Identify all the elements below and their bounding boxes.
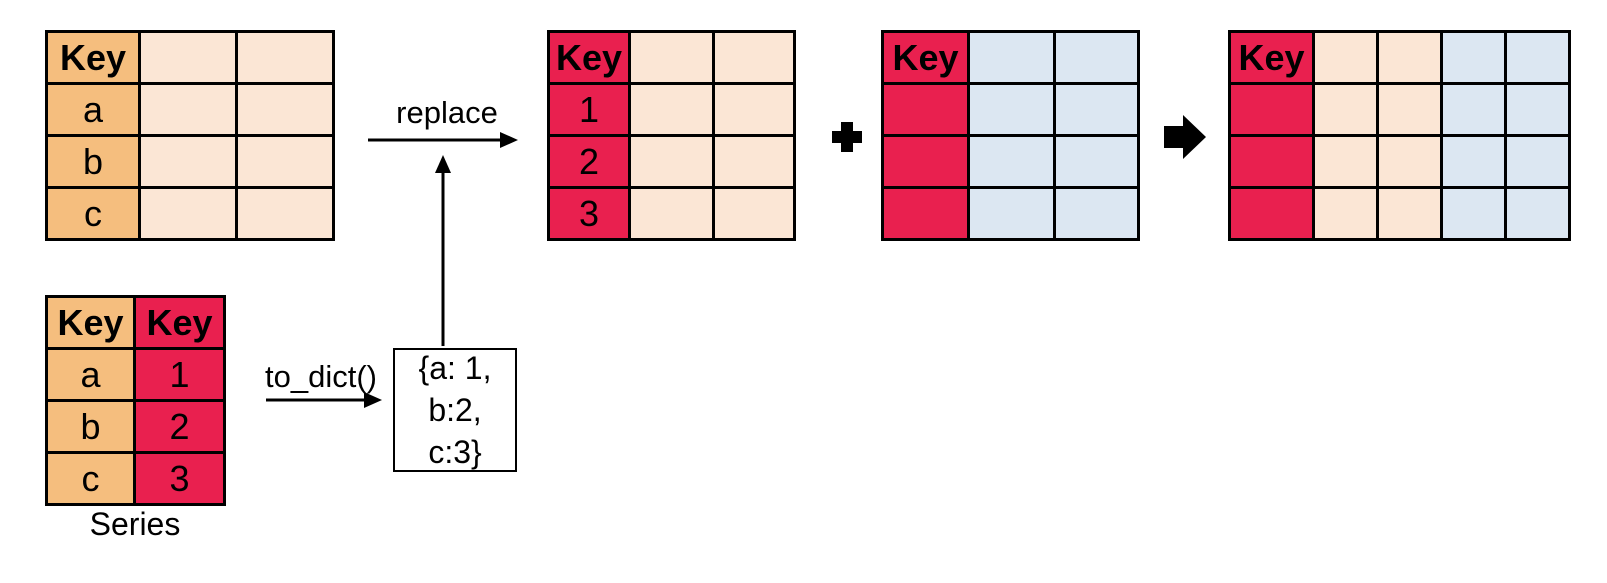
empty-cell: [1504, 82, 1571, 137]
result-arrow-icon: [1164, 115, 1206, 159]
empty-cell: [967, 30, 1056, 85]
empty-cell: [712, 134, 796, 189]
plus-icon: [832, 122, 862, 152]
key-cell: b: [45, 399, 136, 454]
empty-cell: [1440, 82, 1507, 137]
empty-cell: [235, 186, 335, 241]
empty-cell: [967, 134, 1056, 189]
key-cell: [881, 134, 970, 189]
empty-cell: [712, 186, 796, 241]
key-cell: [1228, 186, 1315, 241]
key-cell: b: [45, 134, 141, 189]
dict-box: {a: 1, b:2, c:3}: [393, 348, 517, 472]
replace-label: replace: [396, 95, 498, 130]
to-dict-arrow-icon: [266, 392, 382, 408]
other-dataframe-table: Key: [881, 30, 1140, 241]
empty-cell: [1504, 30, 1571, 85]
empty-cell: [235, 82, 335, 137]
key-cell: a: [45, 347, 136, 402]
empty-cell: [967, 82, 1056, 137]
header-cell: Key: [133, 295, 226, 350]
to-dict-label: to_dict(): [265, 359, 377, 394]
dict-to-replace-arrow-icon: [435, 155, 451, 346]
dataframe-keys-123-table: Key 1 2 3: [547, 30, 796, 241]
empty-cell: [138, 134, 238, 189]
key-cell: [1228, 82, 1315, 137]
empty-cell: [1376, 30, 1443, 85]
series-label: Series: [89, 506, 181, 542]
empty-cell: [1053, 134, 1140, 189]
empty-cell: [1504, 134, 1571, 189]
key-cell: 1: [547, 82, 631, 137]
header-cell: Key: [881, 30, 970, 85]
dataframe-keys-abc-table: Key a b c: [45, 30, 335, 241]
empty-cell: [235, 134, 335, 189]
header-cell: Key: [45, 30, 141, 85]
key-cell: 3: [547, 186, 631, 241]
empty-cell: [1376, 82, 1443, 137]
key-cell: a: [45, 82, 141, 137]
value-cell: 2: [133, 399, 226, 454]
empty-cell: [712, 30, 796, 85]
header-cell: Key: [547, 30, 631, 85]
series-table: Key Key a 1 b 2 c 3: [45, 295, 226, 506]
key-cell: [1228, 134, 1315, 189]
empty-cell: [628, 134, 715, 189]
key-cell: [881, 82, 970, 137]
empty-cell: [1312, 30, 1379, 85]
empty-cell: [1440, 186, 1507, 241]
merged-dataframe-table: Key: [1228, 30, 1571, 241]
dict-line: b:2,: [428, 391, 482, 428]
empty-cell: [967, 186, 1056, 241]
key-cell: c: [45, 186, 141, 241]
empty-cell: [235, 30, 335, 85]
empty-cell: [628, 30, 715, 85]
header-cell: Key: [45, 295, 136, 350]
empty-cell: [628, 186, 715, 241]
key-cell: 2: [547, 134, 631, 189]
empty-cell: [1312, 82, 1379, 137]
header-cell: Key: [1228, 30, 1315, 85]
empty-cell: [1053, 186, 1140, 241]
value-cell: 1: [133, 347, 226, 402]
empty-cell: [1376, 186, 1443, 241]
empty-cell: [1376, 134, 1443, 189]
empty-cell: [712, 82, 796, 137]
empty-cell: [1312, 134, 1379, 189]
empty-cell: [138, 82, 238, 137]
key-cell: [881, 186, 970, 241]
empty-cell: [1440, 134, 1507, 189]
empty-cell: [138, 30, 238, 85]
value-cell: 3: [133, 451, 226, 506]
dict-line: {a: 1,: [418, 349, 492, 386]
empty-cell: [1312, 186, 1379, 241]
dict-line: c:3}: [428, 434, 482, 471]
empty-cell: [1053, 30, 1140, 85]
empty-cell: [138, 186, 238, 241]
empty-cell: [1504, 186, 1571, 241]
replace-arrow-icon: [368, 132, 518, 148]
empty-cell: [1053, 82, 1140, 137]
key-cell: c: [45, 451, 136, 506]
empty-cell: [1440, 30, 1507, 85]
empty-cell: [628, 82, 715, 137]
